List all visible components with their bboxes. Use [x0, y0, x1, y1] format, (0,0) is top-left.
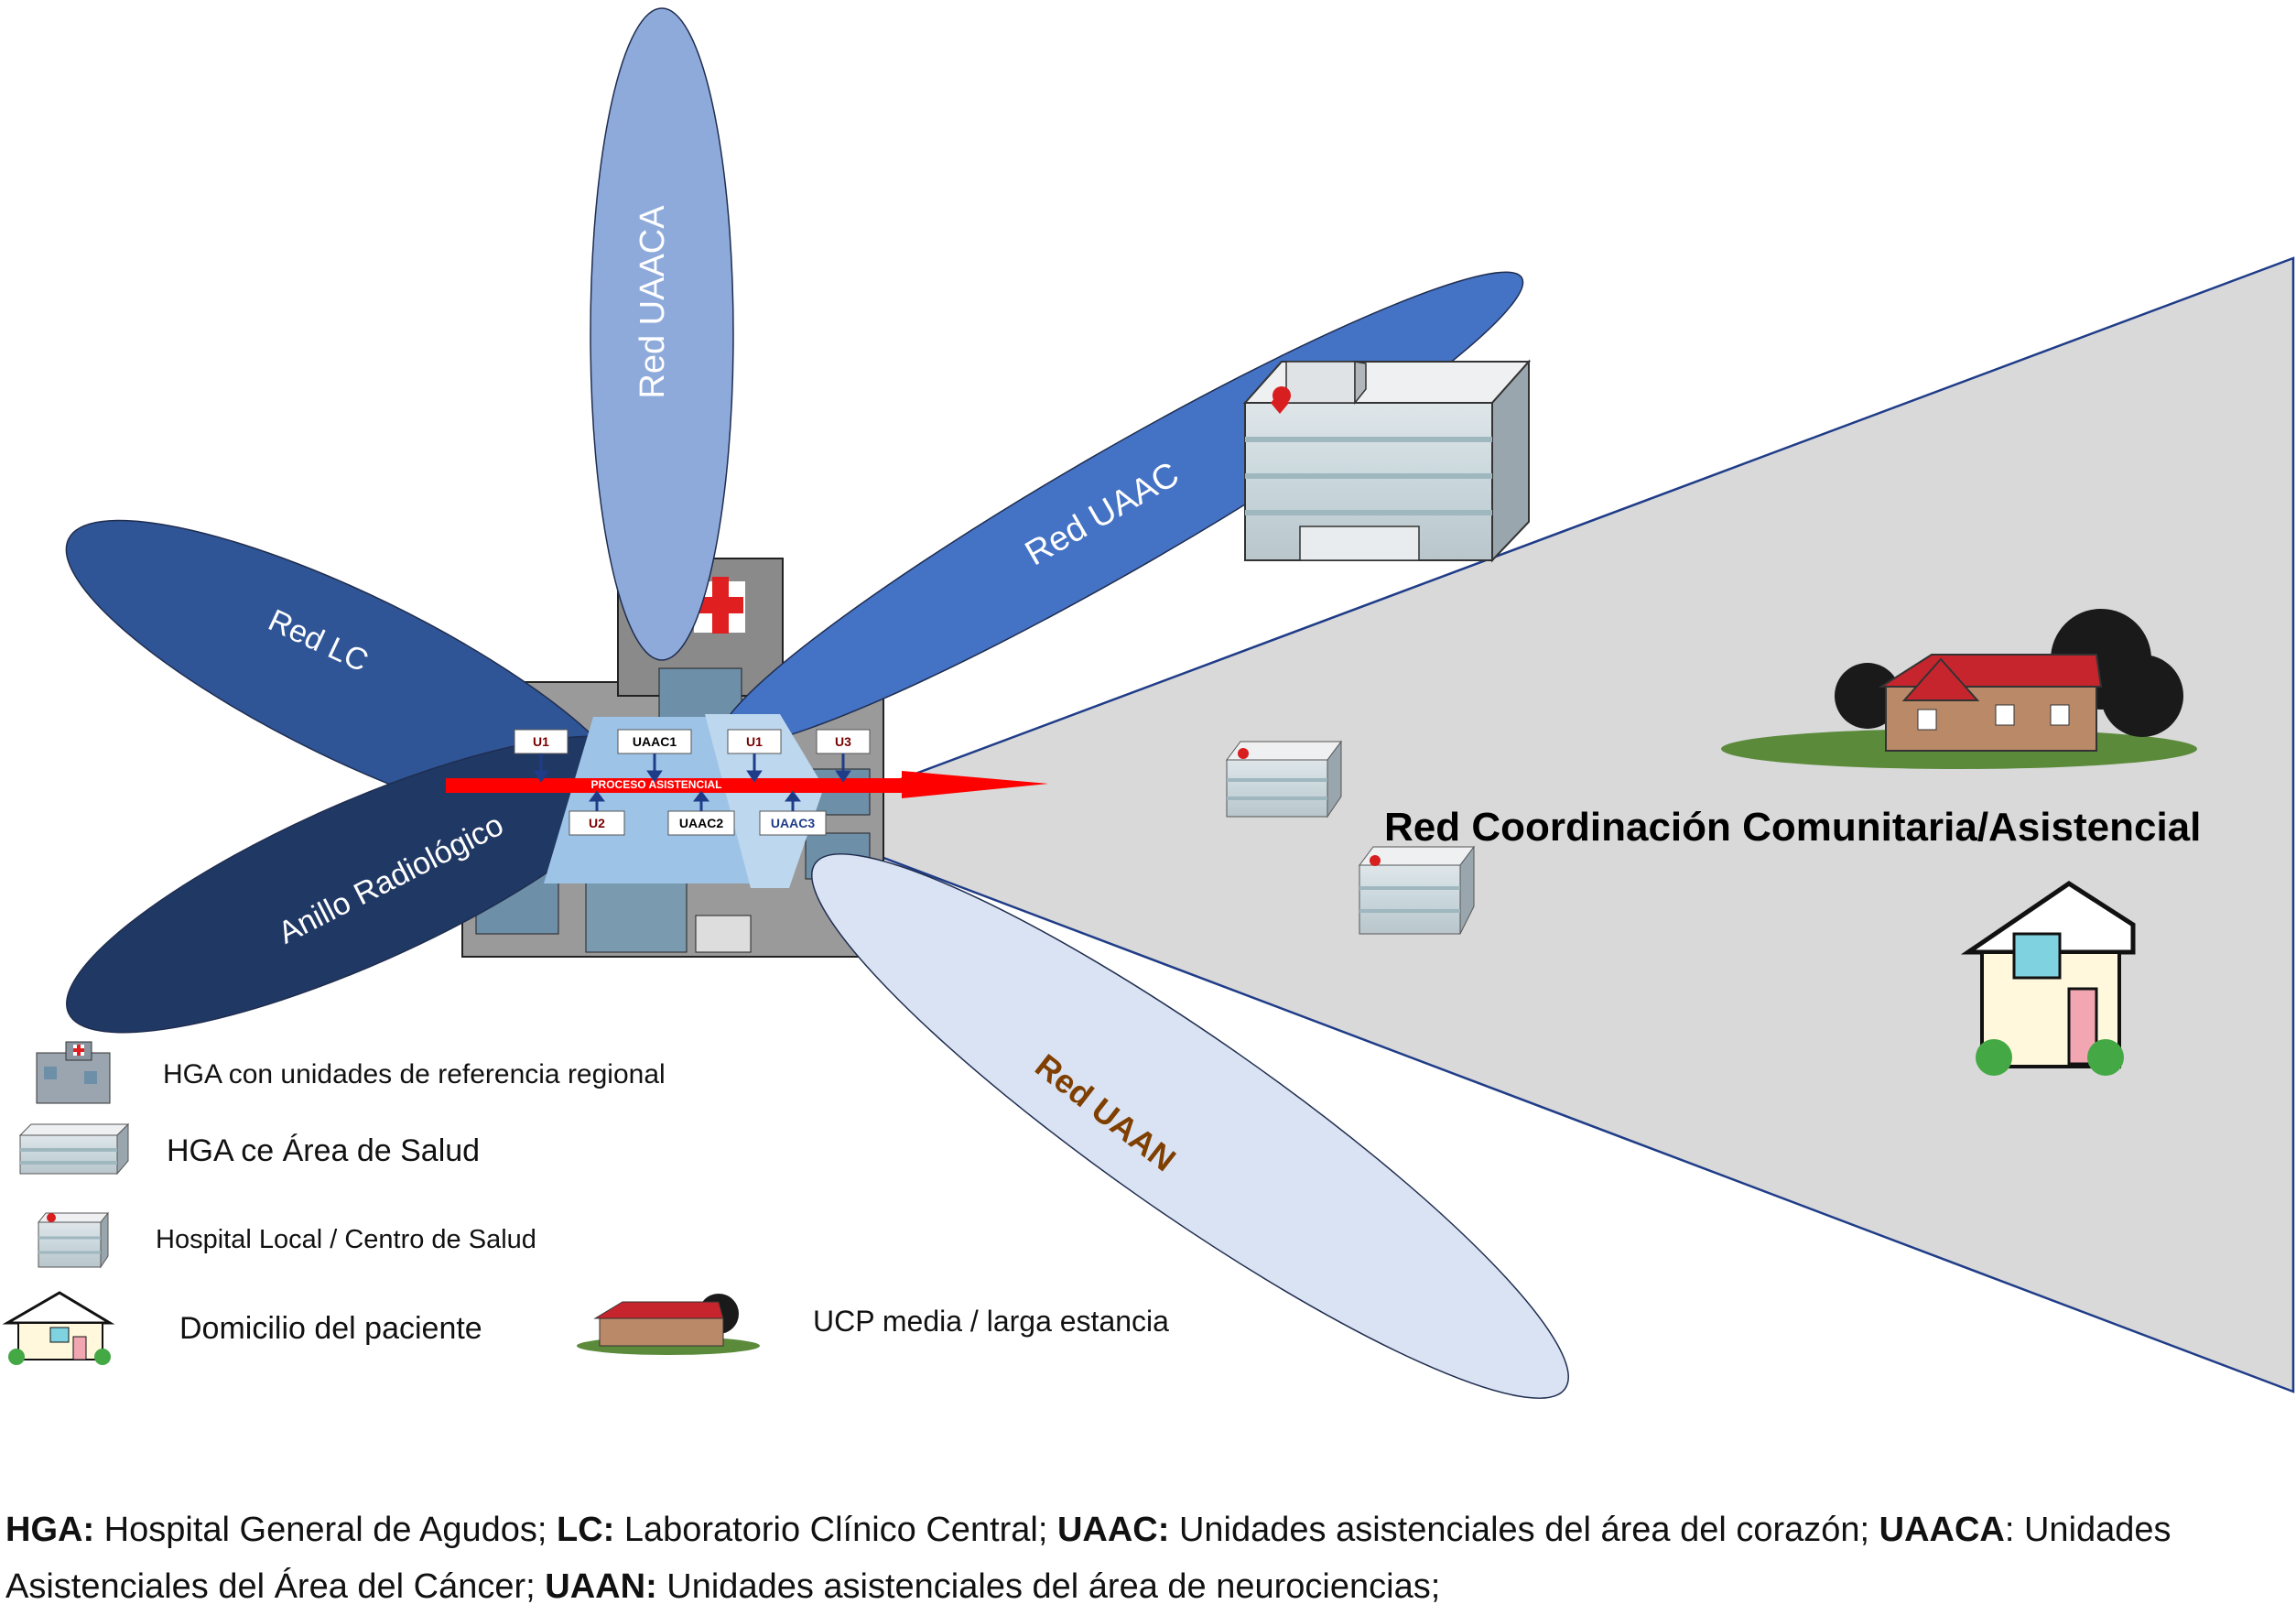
- unit-uaac3-label: UAAC3: [771, 816, 815, 830]
- footer-uaac-text: Unidades asistenciales del área del cora…: [1169, 1511, 1879, 1549]
- footer-lc-text: Laboratorio Clínico Central;: [614, 1511, 1057, 1549]
- legend-domicilio-icon: [2, 1291, 115, 1365]
- domicilio-house-image: [1960, 881, 2136, 1076]
- abbreviations-footer: HGA: Hospital General de Agudos; LC: Lab…: [5, 1501, 2285, 1615]
- unit-uaac1-label: UAAC1: [633, 734, 677, 749]
- unit-connector-arrows: [533, 753, 851, 811]
- footer-uaaca-text: : Unidades Asistenciales del Área del Cá…: [5, 1511, 2171, 1606]
- unit-box-uaac3: UAAC3: [759, 810, 827, 836]
- legend-ucp-icon: [577, 1294, 760, 1355]
- unit-box-u1-left: U1: [514, 729, 569, 754]
- red-uaaca-label: Red UAACA: [634, 205, 672, 399]
- footer-uaan-text: Unidades asistenciales del área de neuro…: [656, 1567, 1441, 1606]
- legend-hga-regional-label: HGA con unidades de referencia regional: [163, 1059, 666, 1089]
- unit-box-u1-right: U1: [727, 729, 782, 754]
- legend-ucp-label: UCP media / larga estancia: [813, 1305, 1169, 1338]
- footer-hga-text: Hospital General de Agudos;: [94, 1511, 557, 1549]
- unit-u1-right-label: U1: [746, 734, 763, 749]
- unit-box-u2: U2: [569, 810, 625, 836]
- hga-area-building: [1242, 359, 1532, 563]
- red-coordinacion-title: Red Coordinación Comunitaria/Asistencial: [1384, 805, 2201, 850]
- legend-hga-area-icon: [18, 1122, 130, 1176]
- unit-hub: [544, 717, 755, 883]
- unit-box-uaac2: UAAC2: [667, 810, 735, 836]
- unit-box-uaac1: UAAC1: [617, 729, 692, 754]
- footer-uaac-abbr: UAAC:: [1056, 1511, 1170, 1549]
- proceso-asistencial-label: PROCESO ASISTENCIAL: [591, 778, 722, 791]
- unit-u1-left-label: U1: [533, 734, 549, 749]
- legend-hga-regional-icon: [36, 1041, 111, 1104]
- red-uaan-petal: [811, 853, 1569, 1399]
- unit-uaac2-label: UAAC2: [679, 816, 723, 830]
- unit-u3-label: U3: [835, 734, 851, 749]
- hospital-local-building-1: [1226, 740, 1342, 818]
- footer-uaan-abbr: UAAN:: [545, 1567, 657, 1606]
- unit-u2-label: U2: [589, 816, 605, 830]
- red-uaaca-petal: [590, 7, 734, 661]
- unit-box-u3: U3: [816, 729, 871, 754]
- legend-hga-area-label: HGA ce Área de Salud: [167, 1133, 480, 1168]
- footer-hga-abbr: HGA:: [5, 1511, 95, 1549]
- uaac-funnel: [705, 714, 824, 888]
- ucp-mansion-image: [1721, 609, 2197, 769]
- legend-hospital-local-icon: [37, 1211, 110, 1269]
- hospital-local-building-2: [1359, 845, 1475, 935]
- footer-lc-abbr: LC:: [556, 1511, 615, 1549]
- legend-domicilio-label: Domicilio del paciente: [179, 1311, 482, 1346]
- proceso-asistencial-arrow: [446, 771, 1048, 798]
- legend-hospital-local-label: Hospital Local / Centro de Salud: [156, 1225, 536, 1254]
- footer-uaaca-abbr: UAACA: [1879, 1511, 2005, 1549]
